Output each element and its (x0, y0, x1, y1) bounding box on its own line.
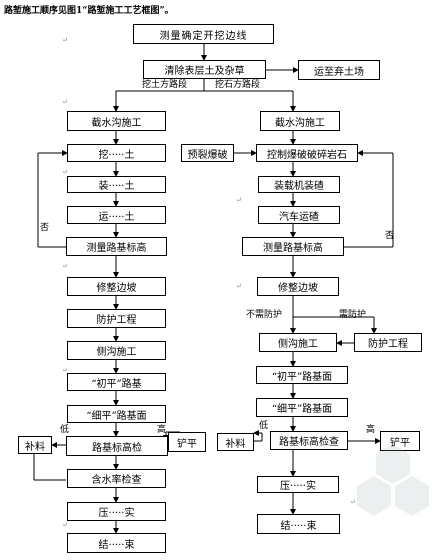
label-soil-section: 挖土方路段 (142, 80, 188, 90)
label-left-high: 高 (157, 425, 167, 435)
node-right-loader: 装载机装碴 (258, 176, 340, 193)
node-right-patch: 补料 (217, 433, 254, 451)
page-title: 路堑施工顺序见图1“路堑施工工艺框图”。 (4, 6, 174, 16)
node-left-excavate: 挖·····土 (67, 144, 166, 162)
node-right-fine-level: “细平”路基面 (256, 398, 348, 417)
node-right-trim-slope: 修整边坡 (257, 277, 339, 296)
node-right-check-elev: 路基标高检查 (270, 431, 348, 450)
paragraph-mark: ↵ (236, 282, 242, 290)
node-right-compact: 压·····实 (257, 476, 339, 493)
node-clear-topsoil: 清除表层土及杂草 (143, 60, 266, 79)
label-right-low: 低 (259, 421, 269, 431)
node-left-survey-elev: 测量路基标高 (66, 237, 167, 256)
node-left-check-elev: 路基标高检 (66, 436, 168, 456)
watermark-logo (357, 444, 429, 516)
paragraph-mark: ↵ (62, 521, 68, 529)
paragraph-mark: ↵ (62, 262, 68, 270)
node-left-trim-slope: 修整边坡 (67, 277, 166, 296)
node-left-fine-level: “细平”路基面 (67, 405, 166, 423)
node-right-control-blast: 控制爆破破碎岩石 (256, 144, 358, 162)
paragraph-mark: ↵ (62, 98, 68, 106)
node-right-initial-level: “初平”路基面 (256, 366, 348, 384)
node-left-initial-level: “初平”路基 (67, 373, 166, 391)
node-right-protection: 防护工程 (354, 333, 422, 352)
paragraph-mark: ↵ (350, 498, 356, 506)
label-left-low: 低 (60, 425, 70, 435)
node-survey-line: 测量确定开挖边线 (133, 24, 274, 44)
node-right-pre-split: 预裂爆破 (181, 144, 234, 162)
label-left-no: 否 (40, 223, 50, 233)
paragraph-mark: ↵ (62, 168, 68, 176)
paragraph-mark: ↵ (236, 196, 242, 204)
node-right-end: 结·····束 (257, 514, 340, 534)
node-right-truck: 汽车运碴 (258, 206, 340, 224)
node-left-load: 装·····土 (67, 176, 166, 193)
node-left-side-ditch: 侧沟施工 (67, 341, 166, 360)
node-left-transport: 运·····土 (67, 206, 166, 224)
label-no-protection: 不需防护 (246, 310, 283, 320)
node-left-end: 结·····束 (67, 533, 166, 553)
node-right-cutoff-ditch: 截水沟施工 (260, 111, 340, 131)
node-left-shave: 铲平 (168, 432, 206, 452)
node-right-side-ditch: 侧沟施工 (259, 333, 337, 352)
label-right-no: 否 (385, 231, 395, 241)
node-left-patch: 补料 (18, 436, 52, 454)
label-rock-section: 挖石方路段 (215, 80, 261, 90)
label-right-high: 高 (366, 425, 376, 435)
label-need-protection: 需防护 (339, 310, 367, 320)
paragraph-mark: ↵ (62, 36, 68, 44)
node-right-shave: 铲平 (380, 431, 420, 451)
node-left-cutoff-ditch: 截水沟施工 (67, 111, 166, 131)
node-left-compact: 压·····实 (67, 502, 166, 521)
paragraph-mark: ↵ (62, 366, 68, 374)
node-left-protection: 防护工程 (67, 309, 166, 328)
node-left-moisture: 含水率检查 (67, 469, 166, 488)
node-haul-spoil: 运至弃土场 (298, 60, 380, 80)
node-right-survey-elev: 测量路基标高 (242, 237, 344, 256)
